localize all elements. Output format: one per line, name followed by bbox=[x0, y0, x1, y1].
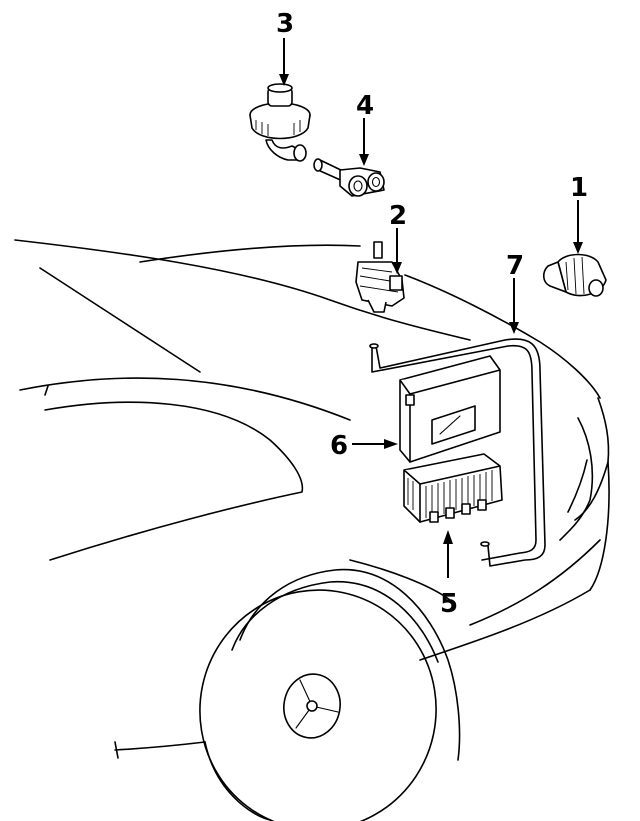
callout-1: 1 bbox=[570, 173, 588, 203]
callout-labels: 3 4 2 1 7 6 5 bbox=[276, 9, 588, 619]
callout-arrows bbox=[279, 38, 583, 578]
rear-wheel bbox=[199, 589, 437, 821]
callout-5: 5 bbox=[440, 589, 458, 619]
hose-part-7 bbox=[369, 338, 546, 567]
valve-part-2 bbox=[355, 241, 405, 313]
callout-2: 2 bbox=[389, 201, 407, 231]
module-part-6 bbox=[399, 355, 501, 463]
connector-part-4 bbox=[313, 158, 385, 197]
sensor-part-1 bbox=[542, 253, 607, 297]
car-body bbox=[14, 239, 610, 761]
callout-7: 7 bbox=[506, 251, 524, 281]
pump-part-3 bbox=[249, 83, 311, 162]
callout-6: 6 bbox=[330, 431, 348, 461]
callout-3: 3 bbox=[276, 9, 294, 39]
relay-part-5 bbox=[403, 453, 503, 523]
callout-4: 4 bbox=[356, 91, 374, 121]
